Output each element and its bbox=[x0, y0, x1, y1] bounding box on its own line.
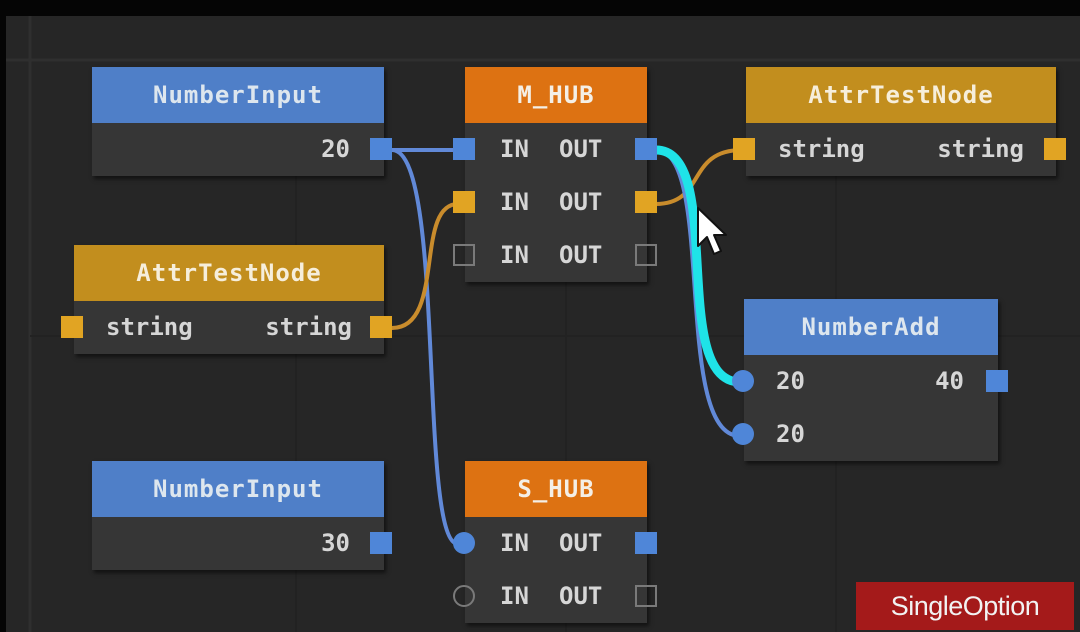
node-number-input-1[interactable]: NumberInput 20 bbox=[92, 67, 392, 176]
node-title: NumberAdd bbox=[744, 299, 998, 355]
hub-row: IN OUT bbox=[453, 176, 657, 229]
output-label: OUT bbox=[559, 529, 603, 557]
output-value: 40 bbox=[935, 367, 964, 395]
input-port[interactable] bbox=[733, 138, 755, 160]
input-b-value: 20 bbox=[776, 420, 805, 448]
output-port[interactable] bbox=[635, 191, 657, 213]
node-title: S_HUB bbox=[465, 461, 647, 517]
hub-row: IN OUT bbox=[453, 517, 657, 570]
mouse-pointer-icon bbox=[697, 207, 727, 255]
node-title: AttrTestNode bbox=[74, 245, 384, 301]
output-label: OUT bbox=[559, 135, 603, 163]
node-s-hub[interactable]: S_HUB IN OUT IN OUT bbox=[453, 461, 657, 623]
node-title: AttrTestNode bbox=[746, 67, 1056, 123]
node-title: M_HUB bbox=[465, 67, 647, 123]
node-m-hub[interactable]: M_HUB IN OUT IN OUT IN OUT bbox=[453, 67, 657, 282]
hub-row: IN OUT bbox=[453, 570, 657, 623]
output-port[interactable] bbox=[370, 316, 392, 338]
input-label: IN bbox=[500, 241, 529, 269]
output-port[interactable] bbox=[1044, 138, 1066, 160]
input-port-a[interactable] bbox=[732, 370, 754, 392]
output-label: OUT bbox=[559, 582, 603, 610]
hub-row: IN OUT bbox=[453, 229, 657, 282]
node-value: 20 bbox=[321, 135, 350, 163]
output-port[interactable] bbox=[635, 532, 657, 554]
single-option-badge: SingleOption bbox=[856, 582, 1074, 630]
input-label: IN bbox=[500, 582, 529, 610]
input-port[interactable] bbox=[453, 191, 475, 213]
hub-row: IN OUT bbox=[453, 123, 657, 176]
input-port[interactable] bbox=[453, 244, 475, 266]
output-label: string bbox=[937, 135, 1024, 163]
input-label: IN bbox=[500, 188, 529, 216]
output-label: OUT bbox=[559, 188, 603, 216]
output-port[interactable] bbox=[370, 138, 392, 160]
node-attr-test-1[interactable]: AttrTestNode string string bbox=[61, 245, 392, 354]
node-number-add[interactable]: NumberAdd 20 40 20 bbox=[732, 299, 1008, 461]
output-label: OUT bbox=[559, 241, 603, 269]
input-label: string bbox=[106, 313, 193, 341]
node-number-input-2[interactable]: NumberInput 30 bbox=[92, 461, 392, 570]
node-graph-canvas[interactable]: NumberInput 20 AttrTestNode string strin… bbox=[6, 16, 1080, 632]
input-port[interactable] bbox=[453, 138, 475, 160]
node-title: NumberInput bbox=[92, 461, 384, 517]
input-port[interactable] bbox=[453, 585, 475, 607]
output-label: string bbox=[265, 313, 352, 341]
node-attr-test-2[interactable]: AttrTestNode string string bbox=[733, 67, 1066, 176]
input-label: string bbox=[778, 135, 865, 163]
input-port[interactable] bbox=[453, 532, 475, 554]
input-label: IN bbox=[500, 135, 529, 163]
node-value: 30 bbox=[321, 529, 350, 557]
output-port[interactable] bbox=[635, 138, 657, 160]
output-port[interactable] bbox=[635, 585, 657, 607]
output-port[interactable] bbox=[986, 370, 1008, 392]
node-title: NumberInput bbox=[92, 67, 384, 123]
input-port[interactable] bbox=[61, 316, 83, 338]
output-port[interactable] bbox=[635, 244, 657, 266]
input-label: IN bbox=[500, 529, 529, 557]
input-port-b[interactable] bbox=[732, 423, 754, 445]
output-port[interactable] bbox=[370, 532, 392, 554]
input-a-value: 20 bbox=[776, 367, 805, 395]
